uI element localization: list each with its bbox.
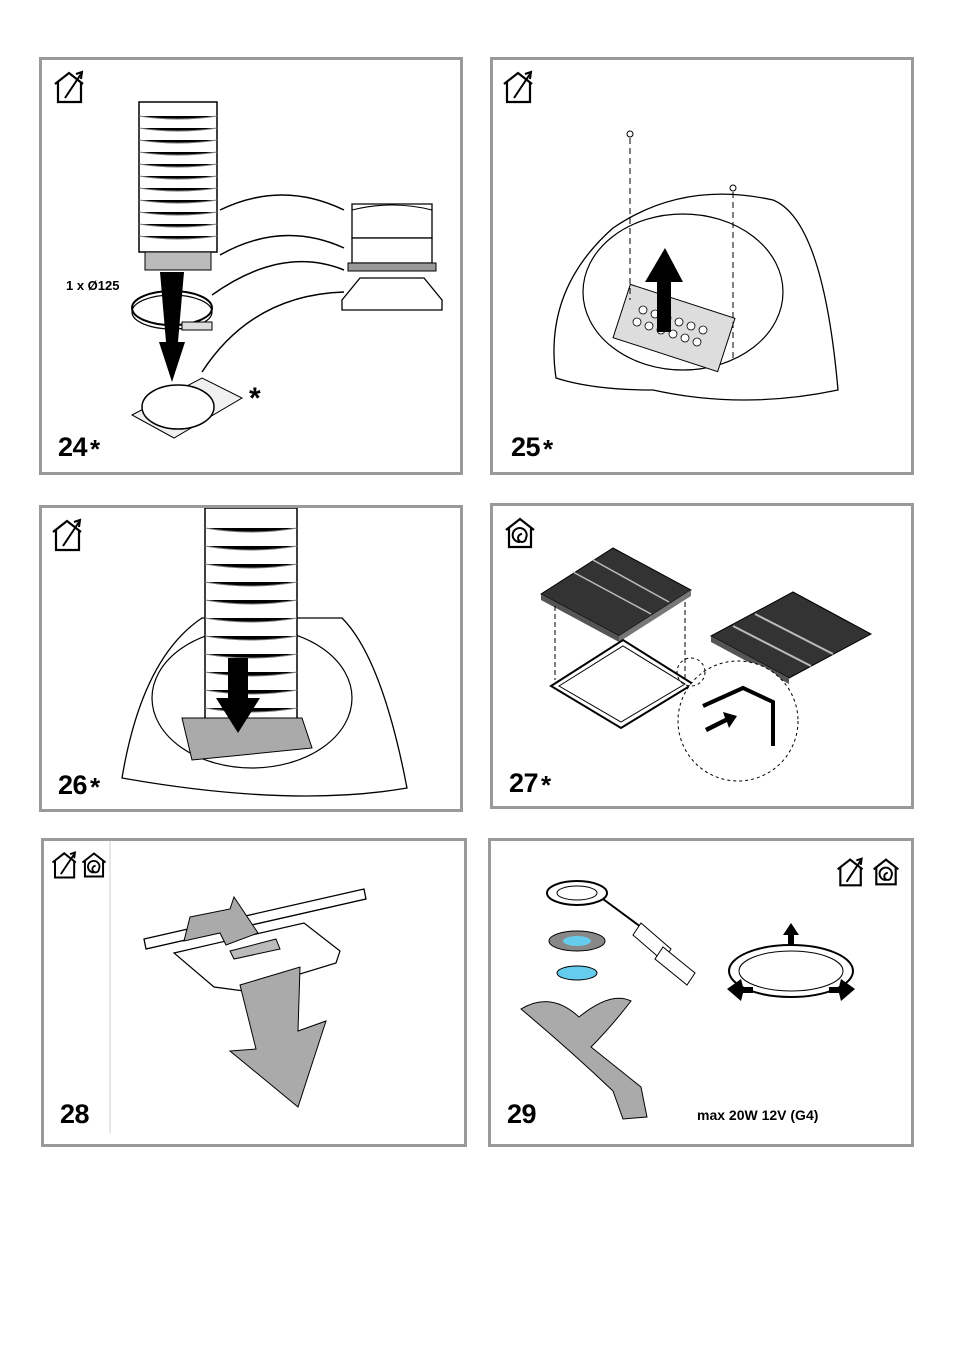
panel-25: 25* xyxy=(490,57,914,475)
step-number: 27 xyxy=(509,768,538,798)
step-asterisk: * xyxy=(90,434,100,464)
duct-install-illustration xyxy=(42,508,460,809)
panel-26: 26* xyxy=(39,505,463,812)
panel-24: 1 x Ø125 * 24* xyxy=(39,57,463,475)
step-asterisk: * xyxy=(543,434,553,464)
step-asterisk: * xyxy=(541,770,551,800)
carbon-filter-illustration xyxy=(493,506,911,806)
hood-grille-removal-illustration xyxy=(493,60,911,472)
step-number-25: 25* xyxy=(511,432,553,465)
step-number: 24 xyxy=(58,432,87,462)
grease-filter-release-illustration xyxy=(44,841,464,1144)
step-number: 25 xyxy=(511,432,540,462)
lamp-spec-label: max 20W 12V (G4) xyxy=(697,1107,818,1123)
step-asterisk: * xyxy=(90,772,100,802)
panel-29: 29 max 20W 12V (G4) xyxy=(488,838,914,1147)
side-asterisk: * xyxy=(249,382,260,416)
step-number-28: 28 xyxy=(60,1099,92,1132)
step-number: 26 xyxy=(58,770,87,800)
step-number-26: 26* xyxy=(58,770,100,803)
panel-27: 27* xyxy=(490,503,914,809)
lamp-replacement-illustration xyxy=(491,841,911,1144)
step-number: 29 xyxy=(507,1099,536,1129)
panel-28: 28 xyxy=(41,838,467,1147)
duct-size-label: 1 x Ø125 xyxy=(66,278,120,293)
step-number: 28 xyxy=(60,1099,89,1129)
step-number-29: 29 xyxy=(507,1099,539,1132)
step-number-27: 27* xyxy=(509,768,551,801)
step-number-24: 24* xyxy=(58,432,100,465)
